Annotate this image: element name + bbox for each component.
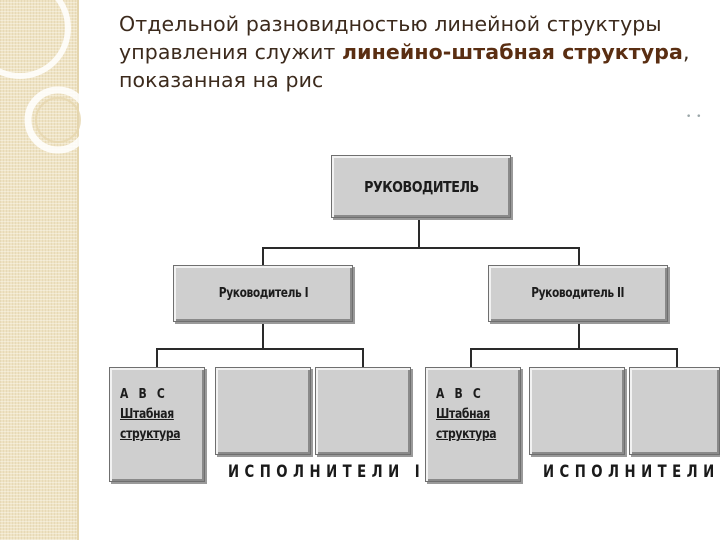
executor-2b-box: [629, 367, 720, 455]
staff-unit-1-line2: Штабная: [120, 406, 174, 422]
staff-unit-2-line3: структура: [436, 426, 497, 442]
manager-1-label: Руководитель I: [218, 286, 308, 301]
manager-2-box: Руководитель II: [488, 265, 668, 322]
head-manager-label: РУКОВОДИТЕЛЬ: [363, 177, 479, 196]
staff-unit-1-letters: А В С: [120, 386, 169, 402]
staff-unit-2-box: А В С Штабная структура: [425, 367, 521, 482]
title-part-2: , показанная на рис: [119, 40, 690, 92]
executors-2-label: ИСПОЛНИТЕЛИ II: [543, 462, 720, 482]
connector-line: [578, 322, 580, 350]
connector-line: [262, 247, 264, 267]
connector-line: [262, 247, 580, 249]
title-bold-term: линейно-штабная структура: [342, 40, 683, 64]
title-part-1: Отдельной разновидностью линейной структ…: [119, 12, 662, 64]
staff-unit-2-letters: А В С: [436, 386, 485, 402]
connector-line: [418, 218, 420, 248]
connector-line: [578, 247, 580, 267]
connector-line: [156, 348, 158, 368]
manager-2-label: Руководитель II: [531, 286, 625, 301]
connector-line: [262, 322, 264, 350]
title-cut-overlay: [119, 100, 719, 122]
slide-title-text: Отдельной разновидностью линейной структ…: [119, 10, 699, 118]
executor-2a-box: [529, 367, 625, 455]
corner-dots: • •: [686, 112, 703, 122]
connector-line: [676, 348, 678, 368]
staff-unit-1-line3: структура: [120, 426, 181, 442]
staff-unit-1-box: А В С Штабная структура: [109, 367, 205, 482]
executors-1-label: ИСПОЛНИТЕЛИ I: [228, 462, 426, 482]
manager-1-box: Руководитель I: [173, 265, 353, 322]
decorative-circles: [0, 0, 92, 154]
executor-1b-box: [315, 367, 411, 455]
executor-1a-box: [215, 367, 311, 455]
staff-unit-2-line2: Штабная: [436, 406, 490, 422]
connector-line: [156, 348, 364, 350]
head-manager-box: РУКОВОДИТЕЛЬ: [331, 155, 511, 218]
connector-line: [470, 348, 472, 368]
connector-line: [362, 348, 364, 368]
connector-line: [470, 348, 678, 350]
